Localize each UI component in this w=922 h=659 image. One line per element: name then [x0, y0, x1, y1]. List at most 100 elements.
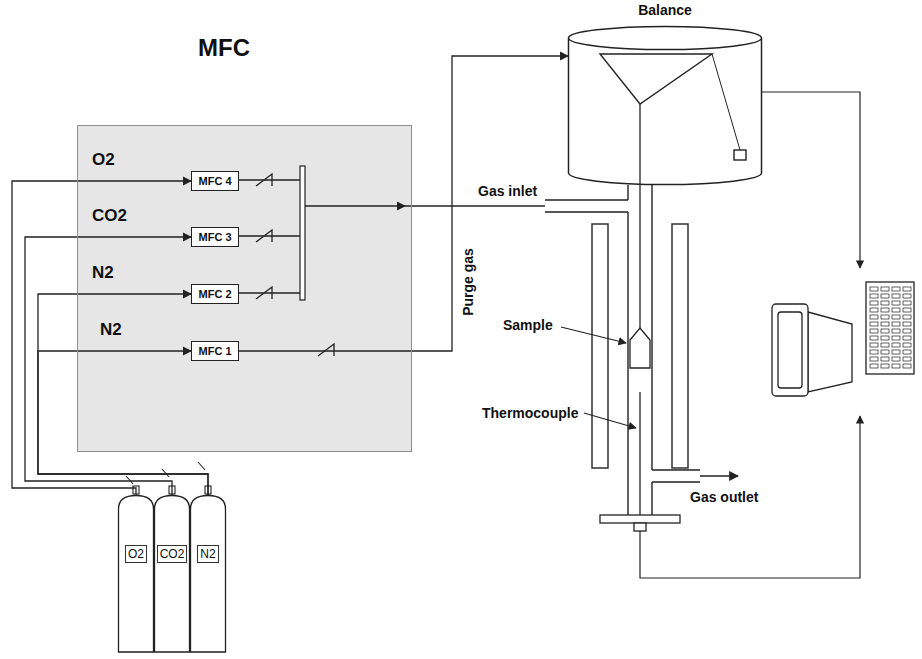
keyboard-key — [870, 336, 878, 340]
balance: Balance — [568, 26, 762, 185]
edge-label-holder: Purge gas — [459, 248, 477, 316]
cylinder-valve — [126, 462, 211, 494]
gas-line — [238, 292, 300, 293]
cylinder-outline — [118, 495, 154, 652]
label-holder: Sample — [503, 316, 553, 334]
keyboard-key — [892, 364, 900, 368]
keyboard-key — [870, 294, 878, 298]
manifold — [300, 166, 305, 300]
gas-cylinder: O2 — [118, 495, 154, 652]
label-holder: O2 — [92, 150, 115, 170]
furnace-tube — [627, 185, 628, 515]
furnace-tube — [700, 475, 738, 476]
gas-name: O2 — [92, 150, 115, 169]
thermocouple — [634, 523, 646, 531]
computer — [772, 304, 808, 396]
keyboard-key — [892, 343, 900, 347]
panel-ground — [77, 125, 412, 452]
leader-line — [584, 413, 636, 428]
node-label: O2 — [125, 545, 147, 563]
thermocouple — [639, 392, 640, 515]
part-label: Gas inlet — [478, 183, 537, 199]
keyboard-key — [881, 322, 889, 326]
keyboard-key — [881, 308, 889, 312]
keyboard-key — [903, 301, 911, 305]
furnace-tube — [545, 200, 628, 212]
keyboard-key — [881, 315, 889, 319]
node-label: MFC 3 — [199, 231, 232, 243]
check-valve — [256, 230, 272, 242]
keyboard-key — [903, 343, 911, 347]
panel-fill — [77, 125, 412, 452]
keyboard-key — [881, 329, 889, 333]
cylinder-body — [155, 496, 190, 653]
gas-line — [238, 180, 545, 293]
keyboard-key — [892, 301, 900, 305]
keyboard-key — [870, 357, 878, 361]
check-valve — [256, 174, 272, 186]
mass-flow-controller: MFC 4 — [191, 171, 239, 191]
node-label: CO2 — [157, 545, 188, 563]
keyboard-key — [892, 308, 900, 312]
gas-line — [12, 181, 191, 495]
keyboard-key — [881, 287, 889, 291]
sample-holder — [630, 328, 650, 368]
gas-name: N2 — [92, 263, 114, 282]
signal-wire — [640, 416, 860, 578]
heater — [672, 224, 688, 468]
keyboard-key — [870, 322, 878, 326]
keyboard-key — [903, 350, 911, 354]
mass-flow-controller: MFC 3 — [191, 227, 239, 247]
computer — [772, 282, 914, 396]
label-holder: Gas outlet — [690, 488, 758, 506]
part-label: Thermocouple — [482, 405, 578, 421]
label-holder: N2 — [92, 263, 114, 283]
keyboard-keys — [870, 287, 911, 368]
computer — [866, 282, 914, 374]
gas-cylinder: CO2 — [154, 495, 190, 652]
signal-wire — [762, 92, 860, 268]
keyboard-key — [892, 322, 900, 326]
cylinder-valve — [126, 476, 133, 484]
keyboard-key — [870, 301, 878, 305]
keyboard-key — [903, 308, 911, 312]
label-holder: N2 — [100, 320, 122, 340]
keyboard-key — [870, 364, 878, 368]
gas-line — [405, 205, 545, 206]
label-holder: Gas inlet — [478, 182, 537, 200]
signal-wire — [640, 92, 860, 578]
gas-name: CO2 — [92, 206, 127, 225]
gas-cylinder: N2 — [190, 495, 226, 652]
cylinder-outline — [154, 495, 190, 652]
label-holder: Thermocouple — [482, 404, 578, 422]
thermocouple — [600, 392, 680, 531]
cylinder-valve — [162, 469, 169, 477]
keyboard-key — [903, 294, 911, 298]
balance-beam — [600, 54, 746, 160]
sample-holder — [639, 104, 640, 328]
heater — [592, 224, 608, 468]
cylinder-valve — [198, 462, 205, 470]
check-valve — [318, 344, 334, 356]
keyboard-key — [903, 322, 911, 326]
keyboard-key — [881, 364, 889, 368]
balance-housing — [569, 27, 762, 185]
keyboard-key — [903, 329, 911, 333]
balance-beam — [734, 150, 746, 160]
gas-line — [238, 179, 300, 180]
furnace-tube — [651, 185, 652, 515]
edge-label: Purge gas — [460, 248, 476, 316]
keyboard-key — [881, 350, 889, 354]
cylinder-outline — [190, 495, 226, 652]
gas-line — [38, 351, 208, 495]
furnace-tube — [545, 185, 738, 515]
balance-outline — [568, 26, 762, 185]
node-label: MFC 2 — [199, 288, 232, 300]
balance-beam — [712, 54, 740, 150]
keyboard-key — [892, 357, 900, 361]
mfc-panel: MFCMFC 4MFC 3MFC 2MFC 1 — [77, 125, 412, 452]
gas-name: N2 — [100, 320, 122, 339]
gas-line — [25, 237, 191, 495]
